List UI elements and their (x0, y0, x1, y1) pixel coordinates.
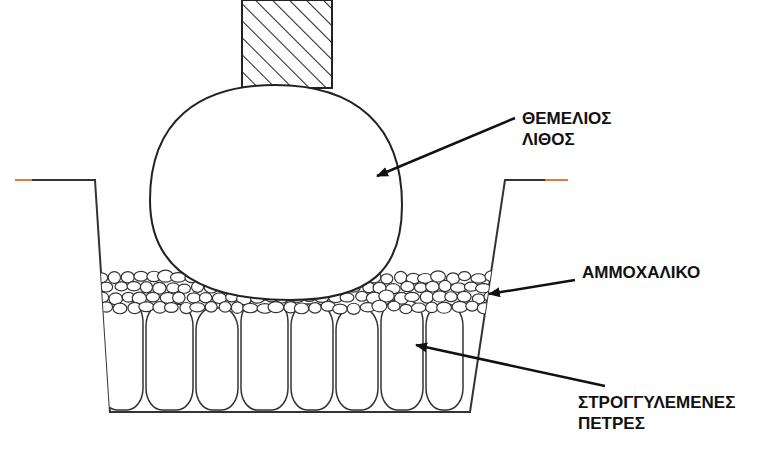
stone (101, 300, 143, 410)
rounded-stones (101, 300, 463, 410)
gravel-grain (405, 292, 419, 301)
gravel-grain (401, 281, 414, 291)
gravel-grain (100, 302, 112, 312)
leader-arrow (489, 280, 575, 294)
gravel-grain (100, 282, 113, 292)
gravel-grain (146, 292, 159, 301)
leader-arrow (416, 345, 605, 386)
gravel-grain (95, 273, 107, 283)
gravel-grain (187, 293, 200, 303)
gravel-grain (134, 271, 148, 281)
part-label: ΑΜΜΟΧΑΛΙΚΟ (582, 262, 700, 283)
gravel-grain (492, 304, 505, 314)
gravel-grain (445, 292, 457, 302)
stone (196, 308, 238, 410)
gravel-grain (420, 291, 433, 303)
stone (146, 304, 193, 410)
gravel-grain (477, 303, 491, 314)
gravel-grain (231, 302, 243, 313)
foundation-stone (150, 85, 402, 300)
gravel-grain (452, 301, 468, 312)
gravel-grain (108, 272, 120, 284)
gravel-grain (466, 301, 479, 311)
stone (426, 304, 463, 410)
gravel-grain (476, 284, 491, 293)
gravel-grain (115, 282, 128, 291)
gravel-grain (491, 282, 504, 292)
gravel-grain (309, 303, 321, 313)
gravel-grain (243, 303, 258, 312)
gravel-grain (458, 272, 470, 281)
gravel-grain (219, 302, 231, 312)
gravel-grain (268, 302, 284, 313)
gravel-grain (173, 292, 186, 303)
gravel-grain (372, 300, 387, 312)
stone (381, 300, 423, 410)
gravel-grain (190, 303, 205, 312)
gravel-grain (400, 304, 412, 313)
gravel-grain (347, 303, 360, 314)
part-label: ΘΕΜΕΛΙΟΣ ΛΙΘΟΣ (522, 108, 612, 151)
gravel-grain (113, 303, 127, 314)
gravel-grain (437, 302, 452, 313)
gravel-grain (426, 281, 440, 292)
gravel-grain (164, 303, 178, 313)
leader-arrow (377, 118, 515, 176)
stone (241, 300, 288, 410)
gravel-grain (205, 302, 217, 312)
gravel-grain (388, 301, 400, 311)
gravel-grain (139, 302, 154, 312)
gravel-grain (439, 280, 451, 291)
stone (291, 304, 333, 410)
gravel-grain (294, 303, 308, 314)
gravel-grain (127, 282, 141, 291)
gravel-grain (333, 304, 347, 314)
gravel-grain (457, 291, 471, 302)
gravel-grain (140, 282, 152, 293)
stone (336, 308, 378, 410)
gravel-grain (485, 271, 498, 281)
part-label: ΣΤΡΟΓΓΥΛΕΜΕΝΕΣ ΠΕΤΡΕΣ (578, 392, 735, 435)
gravel-grain (411, 303, 425, 312)
hatched-column (242, 0, 332, 88)
